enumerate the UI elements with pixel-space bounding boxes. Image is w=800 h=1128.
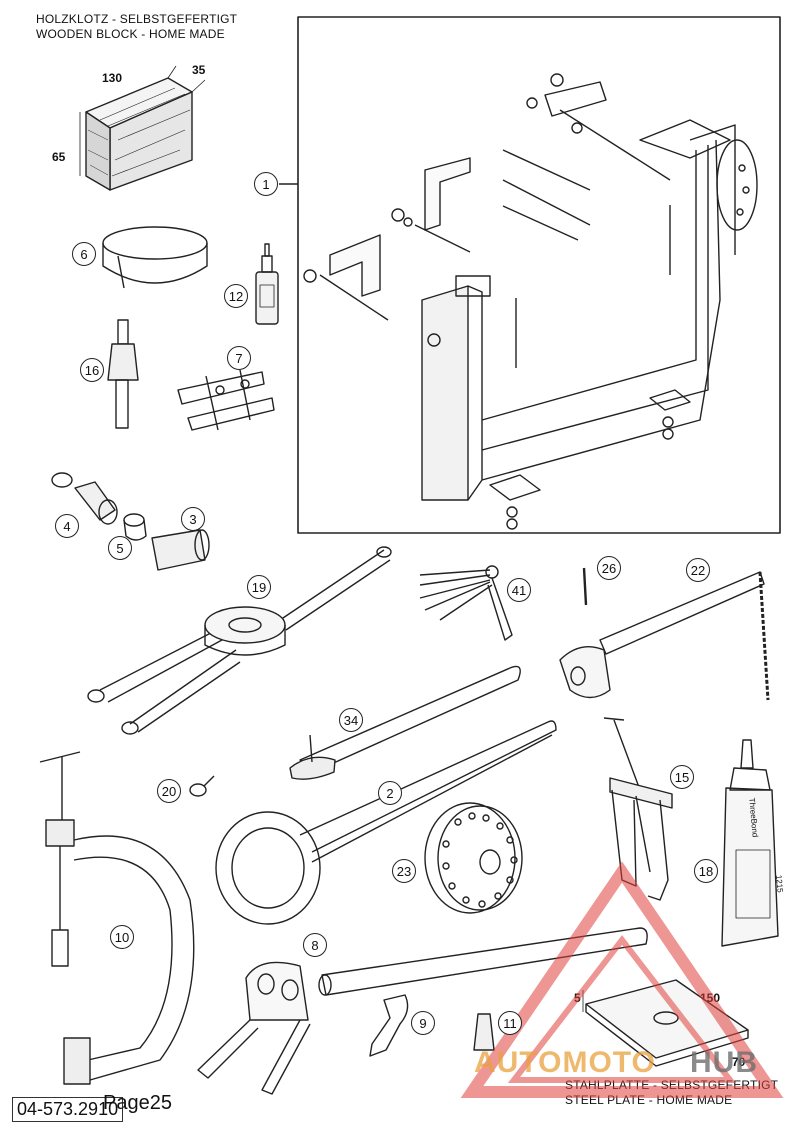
callout-41: 41 xyxy=(507,578,531,602)
wooden-block-drawing xyxy=(79,65,206,191)
bearing-tools-drawing xyxy=(51,472,210,571)
callout-5: 5 xyxy=(108,536,132,560)
callout-1: 1 xyxy=(254,172,278,196)
callout-11: 11 xyxy=(498,1011,522,1035)
watermark-triangle xyxy=(460,861,784,1098)
watermark-text-hub: HUB xyxy=(690,1046,758,1079)
callout-12: 12 xyxy=(224,284,248,308)
page-number: Page25 xyxy=(103,1092,172,1114)
wooden-block-caption-en: WOODEN BLOCK - HOME MADE xyxy=(36,27,225,41)
callout-22: 22 xyxy=(686,558,710,582)
callout-8: 8 xyxy=(303,933,327,957)
callout-16: 16 xyxy=(80,358,104,382)
bearing-puller-drawing xyxy=(603,717,673,901)
wood-width-dim: 35 xyxy=(192,63,206,77)
torque-arm-drawing xyxy=(289,665,521,780)
watermark-text-automoto: AUTOMOTO xyxy=(474,1046,656,1079)
callout-15: 15 xyxy=(670,765,694,789)
callout-7: 7 xyxy=(227,346,251,370)
engine-stand-drawing xyxy=(303,73,758,530)
part-number-box: 04-573.2910 xyxy=(12,1097,124,1122)
callout-6: 6 xyxy=(72,242,96,266)
engine-stand-frame-box xyxy=(297,16,781,534)
rotor-holder-drawing xyxy=(424,802,523,914)
crank-tool-drawing xyxy=(369,994,409,1057)
wooden-block-caption-de: HOLZKLOTZ - SELBSTGEFERTIGT xyxy=(36,12,238,26)
slide-puller-drawing xyxy=(107,319,139,429)
spark-adapter-drawing xyxy=(473,1013,495,1051)
clutch-holder-drawing xyxy=(215,720,557,925)
loctite-bottle-drawing xyxy=(255,243,279,325)
callout-34: 34 xyxy=(339,708,363,732)
clamp-ring-drawing xyxy=(102,226,208,289)
tension-spanner-drawing xyxy=(87,546,392,735)
chain-holder-drawing xyxy=(559,571,770,701)
callout-10: 10 xyxy=(110,925,134,949)
callout-3: 3 xyxy=(181,507,205,531)
feeler-gauge-drawing xyxy=(419,565,513,641)
flywheel-holder-drawing xyxy=(197,927,648,1095)
callout-9: 9 xyxy=(411,1011,435,1035)
callout-20: 20 xyxy=(157,779,181,803)
callout-2: 2 xyxy=(378,781,402,805)
valve-spring-compressor-drawing xyxy=(39,751,195,1085)
callout-26: 26 xyxy=(597,556,621,580)
small-bolt-drawing xyxy=(189,775,215,797)
wood-height-dim: 65 xyxy=(52,150,66,164)
holding-bar-drawing xyxy=(177,369,275,431)
steel-plate-drawing xyxy=(582,979,749,1067)
callout-4: 4 xyxy=(55,514,79,538)
callout-23: 23 xyxy=(392,859,416,883)
callout-19: 19 xyxy=(247,575,271,599)
wood-length-dim: 130 xyxy=(102,71,123,85)
pin-drawing xyxy=(582,567,588,606)
callout-18: 18 xyxy=(694,859,718,883)
threebond-tube-drawing xyxy=(721,739,779,947)
